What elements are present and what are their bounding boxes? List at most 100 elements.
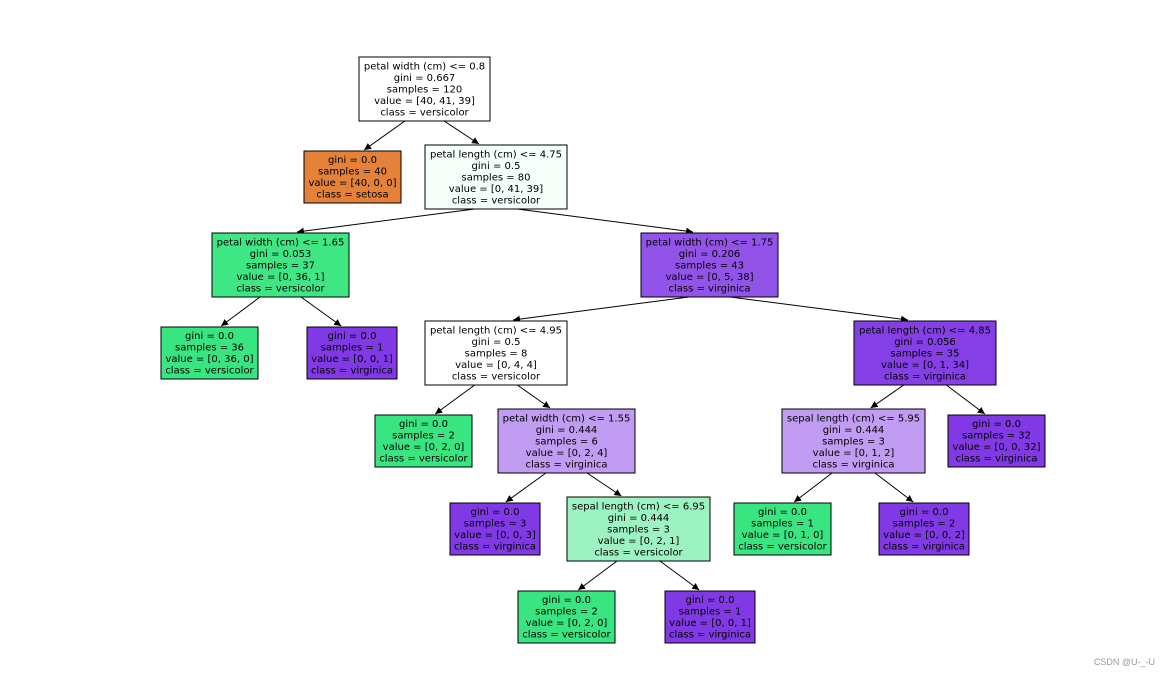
node-box	[517, 590, 616, 644]
node-label-line: petal width (cm) <= 1.75	[646, 237, 774, 248]
tree-edge-arrow	[512, 296, 690, 323]
node-label-line: value = [0, 0, 3]	[454, 530, 536, 541]
node-label-line: class = versicolor	[452, 371, 541, 382]
node-label-line: gini = 0.0	[900, 507, 949, 518]
node-label-line: value = [0, 0, 1]	[669, 618, 751, 629]
node-label-line: value = [0, 1, 2]	[813, 448, 895, 459]
node-box	[664, 590, 756, 644]
node-label-line: gini = 0.0	[185, 331, 234, 342]
tree-edge-arrow	[517, 384, 551, 409]
node-label-line: samples = 6	[535, 436, 598, 447]
node-label-line: gini = 0.0	[542, 595, 591, 606]
node-label-line: samples = 8	[465, 348, 528, 359]
node-label-line: samples = 43	[675, 260, 744, 271]
node-label-line: value = [0, 2, 1]	[598, 536, 680, 547]
node-label-line: value = [0, 0, 1]	[311, 354, 393, 365]
node-label-line: value = [0, 2, 0]	[526, 618, 608, 629]
node-label-line: samples = 37	[246, 260, 315, 271]
node-box	[497, 408, 636, 474]
node-label-line: class = virginica	[884, 371, 966, 382]
node-label-line: class = versicolor	[165, 366, 254, 377]
node-label-line: samples = 36	[175, 343, 244, 354]
node-label-line: gini = 0.5	[472, 161, 521, 172]
node-label-line: gini = 0.0	[399, 419, 448, 430]
node-label-line: samples = 2	[535, 607, 598, 618]
node-box	[449, 502, 541, 556]
node-box	[733, 502, 832, 556]
node-label-line: sepal length (cm) <= 5.95	[787, 413, 920, 424]
node-label-line: samples = 120	[387, 84, 462, 95]
node-label-line: samples = 40	[318, 167, 387, 178]
node-label-line: gini = 0.444	[608, 513, 670, 524]
node-box	[374, 414, 473, 468]
node-label-line: class = virginica	[454, 542, 536, 553]
node-label-line: value = [0, 36, 0]	[165, 354, 253, 365]
node-label-line: gini = 0.0	[328, 331, 377, 342]
node-label-line: class = versicolor	[452, 195, 541, 206]
node-label-line: class = virginica	[311, 366, 393, 377]
node-box	[160, 326, 259, 380]
node-label-line: class = virginica	[955, 454, 1037, 465]
node-label-line: petal length (cm) <= 4.95	[430, 325, 562, 336]
node-box	[303, 150, 402, 204]
node-label-line: value = [40, 41, 39]	[374, 96, 475, 107]
node-label-line: class = versicolor	[738, 542, 827, 553]
node-box	[640, 232, 779, 298]
tree-edge-arrow	[363, 120, 406, 151]
node-label-line: gini = 0.0	[972, 419, 1021, 430]
node-label-line: class = versicolor	[594, 547, 683, 558]
node-label-line: petal length (cm) <= 4.75	[430, 149, 562, 160]
node-box	[424, 320, 568, 386]
node-label-line: samples = 80	[461, 172, 530, 183]
tree-edge-arrow	[874, 472, 914, 503]
node-label-line: class = setosa	[316, 190, 388, 201]
tree-edge-arrow	[659, 560, 700, 591]
node-label-line: petal width (cm) <= 0.8	[364, 61, 485, 72]
node-label-line: samples = 3	[822, 436, 885, 447]
node-label-line: value = [0, 2, 4]	[526, 448, 608, 459]
watermark-text: CSDN @U-_-U	[1093, 657, 1155, 667]
node-label-line: gini = 0.053	[250, 249, 312, 260]
node-label-line: class = versicolor	[379, 454, 468, 465]
node-label-line: value = [0, 36, 1]	[236, 272, 324, 283]
tree-edge-arrow	[586, 472, 622, 497]
node-label-line: gini = 0.5	[472, 337, 521, 348]
node-label-line: gini = 0.0	[328, 155, 377, 166]
node-label-line: gini = 0.667	[394, 73, 456, 84]
node-label-line: samples = 35	[890, 348, 959, 359]
tree-edge-arrow	[870, 384, 904, 409]
node-box	[781, 408, 926, 474]
node-label-line: gini = 0.444	[823, 425, 885, 436]
node-label-line: samples = 2	[893, 519, 956, 530]
node-label-line: samples = 1	[679, 607, 742, 618]
node-label-line: petal width (cm) <= 1.65	[217, 237, 345, 248]
node-label-line: gini = 0.056	[894, 337, 956, 348]
node-label-line: petal length (cm) <= 4.85	[859, 325, 991, 336]
node-label-line: gini = 0.0	[471, 507, 520, 518]
node-label-line: gini = 0.0	[686, 595, 735, 606]
node-label-line: samples = 1	[751, 519, 814, 530]
tree-edge-arrow	[945, 384, 986, 415]
node-label-line: samples = 2	[392, 431, 455, 442]
node-label-line: class = versicolor	[522, 630, 611, 641]
node-label-line: value = [0, 1, 34]	[881, 360, 969, 371]
node-box	[306, 326, 398, 380]
node-label-line: value = [0, 0, 32]	[952, 442, 1040, 453]
node-label-line: sepal length (cm) <= 6.95	[572, 501, 705, 512]
